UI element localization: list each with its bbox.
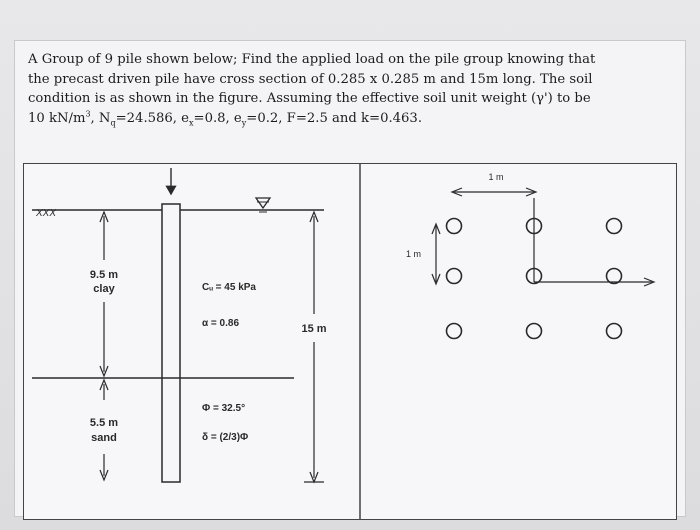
alpha-label: α = 0.86 bbox=[202, 318, 239, 329]
clay-dim-arrow-bottom bbox=[99, 365, 109, 378]
question-line-1: A Group of 9 pile shown below; Find the … bbox=[28, 52, 596, 67]
spacing-x-label: 1 m bbox=[488, 172, 503, 182]
pile-length-arrow-top bbox=[309, 210, 319, 223]
pile-circle bbox=[525, 322, 543, 340]
clay-dim-arrow-top bbox=[99, 210, 109, 223]
pile-circle bbox=[525, 267, 543, 285]
pile-circle bbox=[445, 322, 463, 340]
pile-circle bbox=[445, 267, 463, 285]
clay-label: clay bbox=[93, 283, 115, 295]
sand-label: sand bbox=[91, 432, 117, 444]
pile-circle bbox=[525, 217, 543, 235]
ex-value: =0.8, e bbox=[193, 110, 242, 126]
pile bbox=[161, 203, 181, 483]
nq-value: =24.586, e bbox=[115, 110, 189, 126]
pile-length-label: 15 m bbox=[301, 323, 326, 335]
pile-circle bbox=[605, 267, 623, 285]
pile-grid bbox=[445, 217, 623, 340]
pile-circle bbox=[445, 217, 463, 235]
nq-subscript: q bbox=[110, 118, 116, 128]
sand-dim-arrow-bottom bbox=[99, 469, 109, 482]
phi-label: Φ = 32.5° bbox=[202, 403, 245, 414]
figure-box: XXX 9.5 m clay Cᵤ = 45 kPa α = 0.86 bbox=[23, 163, 677, 520]
sand-thickness-label: 5.5 m bbox=[90, 417, 118, 429]
figure-svg: XXX 9.5 m clay Cᵤ = 45 kPa α = 0.86 bbox=[32, 164, 656, 519]
unit-weight-value: 10 kN/m bbox=[28, 110, 86, 126]
sand-dim-arrow-top bbox=[99, 378, 109, 391]
pile-circle bbox=[605, 322, 623, 340]
clay-thickness-label: 9.5 m bbox=[90, 269, 118, 281]
spacing-x-arrow-right bbox=[525, 187, 538, 197]
question-line-4: 10 kN/m3, Nq=24.586, ex=0.8, ey=0.2, F=2… bbox=[28, 109, 680, 129]
ey-subscript: y bbox=[241, 118, 247, 128]
delta-label: δ = (2/3)Φ bbox=[202, 432, 248, 443]
x-axis-arrow bbox=[643, 277, 656, 287]
spacing-y-arrow-top bbox=[431, 222, 441, 235]
question-text: A Group of 9 pile shown below; Find the … bbox=[28, 50, 680, 128]
question-line-3: condition is as shown in the figure. Ass… bbox=[28, 91, 591, 106]
spacing-x-arrow-left bbox=[450, 187, 463, 197]
unit-weight-exponent: 3 bbox=[85, 109, 91, 119]
spacing-y-label: 1 m bbox=[406, 249, 421, 259]
spacing-y-arrow-bottom bbox=[431, 273, 441, 286]
nq-prefix: , N bbox=[90, 110, 111, 126]
ground-hatch: XXX bbox=[35, 208, 56, 219]
question-line-2: the precast driven pile have cross secti… bbox=[28, 71, 593, 87]
water-table-icon bbox=[254, 197, 272, 213]
cu-label: Cᵤ = 45 kPa bbox=[202, 282, 256, 293]
pile-circle bbox=[605, 217, 623, 235]
ex-subscript: x bbox=[189, 118, 194, 128]
remaining-params: =0.2, F=2.5 and k=0.463. bbox=[246, 110, 423, 126]
